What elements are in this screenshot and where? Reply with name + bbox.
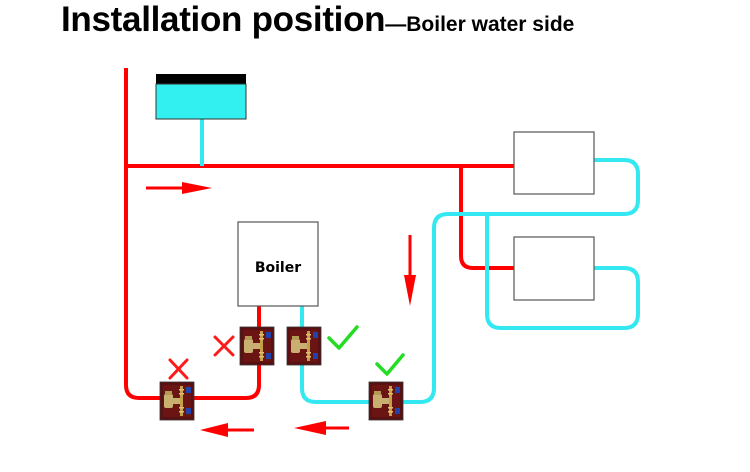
radiator-lower — [513, 236, 595, 301]
arrow-return-left-1 — [200, 423, 254, 437]
valve-return-line — [368, 381, 404, 421]
valve-supply-main — [159, 381, 195, 421]
boiler-label: Boiler — [255, 260, 301, 276]
wrong-mark-icon — [213, 335, 235, 357]
check-mark-icon — [375, 353, 405, 376]
title-main: Installation position — [61, 0, 386, 39]
radiator-return-pipe — [485, 214, 640, 330]
valve-boiler-return — [286, 326, 322, 366]
title-subtitle: Boiler water side — [406, 13, 575, 36]
radiator-upper — [513, 131, 595, 195]
page-title: Installation position—Boiler water side — [61, 0, 574, 40]
return-line-pipe — [300, 158, 640, 404]
valve-boiler-outlet — [239, 326, 275, 366]
return-pipes — [200, 118, 640, 404]
boiler: Boiler — [237, 221, 319, 307]
arrow-riser-down — [404, 235, 416, 306]
expansion-tank — [155, 74, 247, 120]
title-separator: — — [385, 13, 407, 36]
radiator-branch-pipe — [459, 166, 515, 270]
arrow-supply-right — [146, 182, 212, 194]
arrow-return-left-2 — [294, 421, 349, 435]
check-mark-icon — [327, 325, 359, 350]
wrong-mark-icon — [168, 358, 189, 380]
